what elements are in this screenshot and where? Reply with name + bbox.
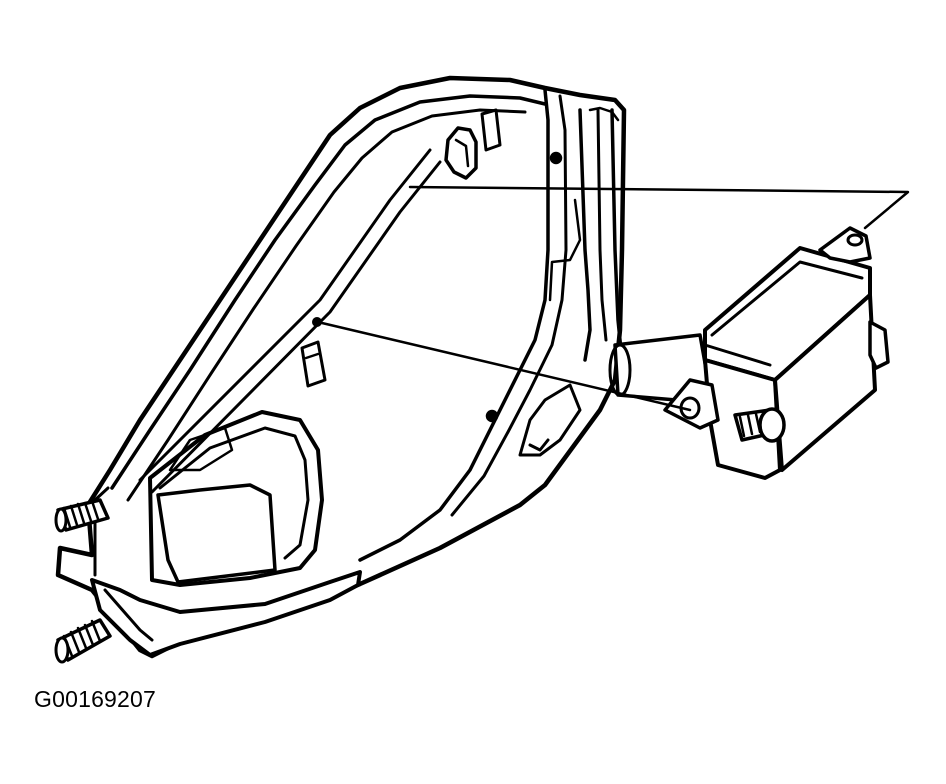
actuator-module — [663, 226, 890, 480]
mounting-stud-lower — [54, 618, 112, 664]
leader-lines — [320, 185, 910, 412]
mounting-stud-upper — [54, 498, 110, 533]
mounting-bolt — [733, 407, 786, 443]
figure-id-label: G00169207 — [34, 686, 157, 712]
mounting-bracket — [55, 75, 710, 659]
